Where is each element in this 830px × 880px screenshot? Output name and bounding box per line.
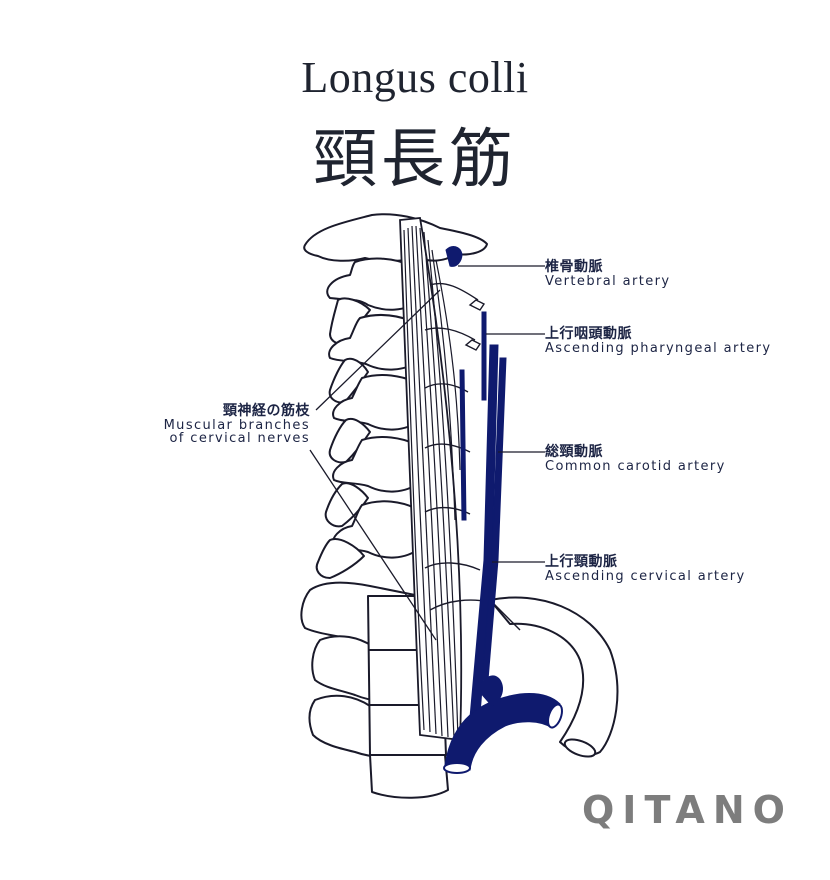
label-ja: 上行頸動脈 (545, 554, 618, 570)
label-en: Vertebral artery (545, 273, 671, 289)
leader-lines (309, 265, 545, 641)
ascending-cervical-artery-vessel (459, 369, 467, 521)
label-en-line2: of cervical nerves (169, 431, 310, 447)
ascending-pharyngeal-artery-vessel (481, 311, 487, 401)
title-japanese: 頸長筋 (313, 123, 517, 197)
aortic-arch (444, 693, 561, 771)
label-ascending-pharyngeal-artery: 上行咽頭動脈 Ascending pharyngeal artery (545, 327, 771, 355)
label-ja: 頸神経の筋枝 (223, 403, 310, 419)
brachiocephalic-branches (477, 675, 503, 707)
label-ja: 椎骨動脈 (545, 259, 603, 275)
title-english: Longus colli (0, 52, 830, 103)
label-en: Ascending pharyngeal artery (545, 340, 772, 356)
label-en-line1: Muscular branches (163, 417, 310, 433)
vertebral-artery-vessel (445, 246, 463, 267)
label-en: Common carotid artery (545, 458, 726, 474)
label-ja: 総頸動脈 (545, 444, 603, 460)
label-vertebral-artery: 椎骨動脈 Vertebral artery (545, 260, 670, 288)
arteries (444, 246, 561, 771)
title-english-text: Longus colli (301, 53, 529, 102)
label-muscular-branches: 頸神経の筋枝 Muscular branches of cervical ner… (150, 404, 310, 446)
label-common-carotid-artery: 総頸動脈 Common carotid artery (545, 445, 726, 473)
label-en: Ascending cervical artery (545, 568, 746, 584)
first-rib (489, 596, 619, 756)
watermark-logo: QITANO (582, 788, 793, 832)
transverse-process-c6 (315, 538, 365, 579)
thoracic-vertebra-t3 (369, 751, 449, 799)
label-ja: 上行咽頭動脈 (545, 326, 632, 342)
label-ascending-cervical-artery: 上行頸動脈 Ascending cervical artery (545, 555, 746, 583)
